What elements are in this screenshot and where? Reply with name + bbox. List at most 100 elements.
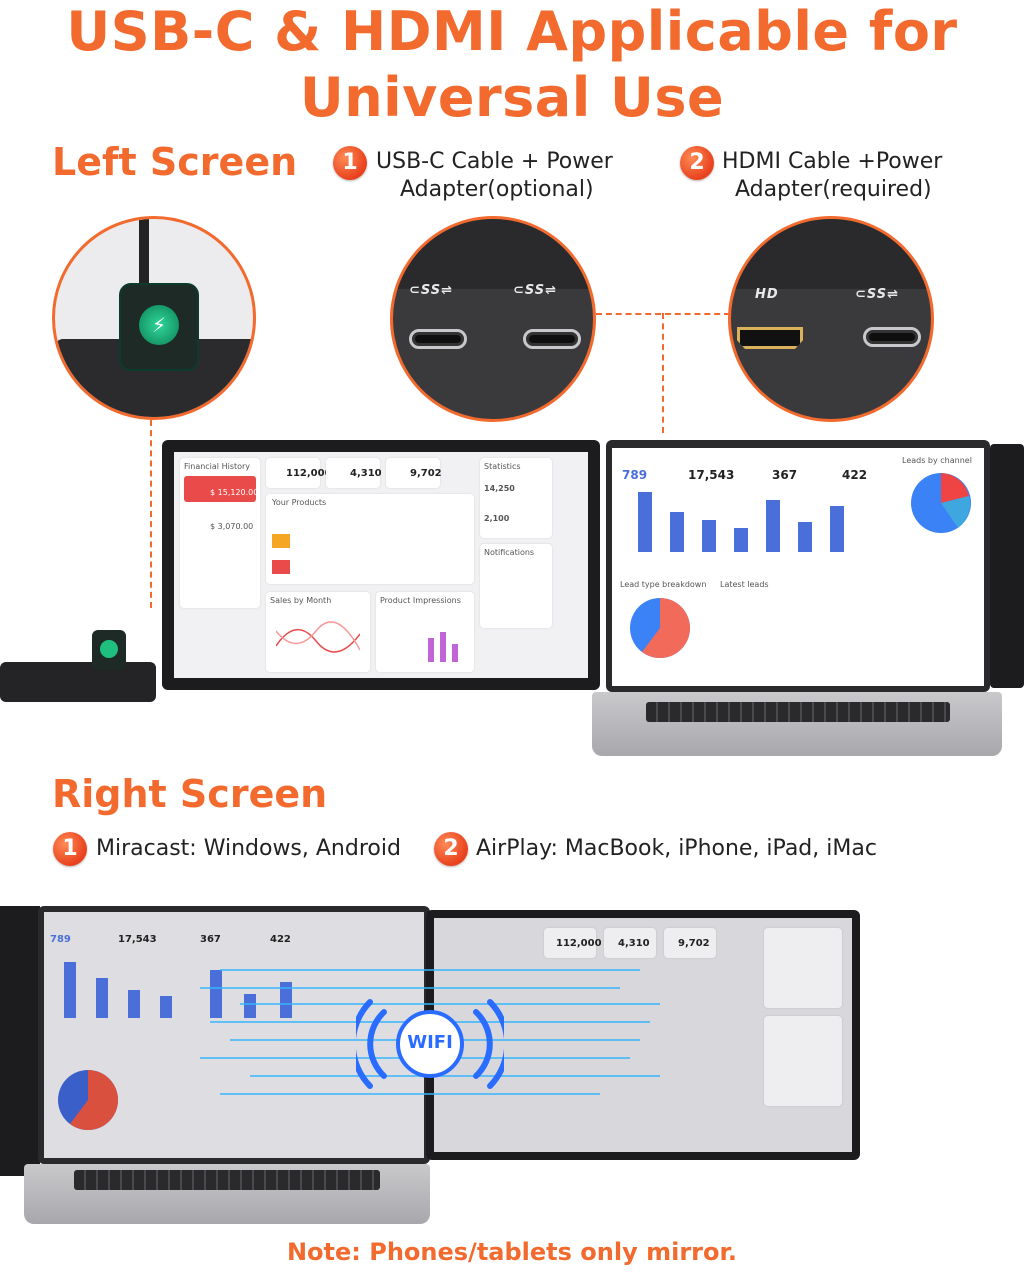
lightning-icon: ⚡	[139, 305, 179, 345]
chart-bar	[160, 996, 172, 1018]
kpi-value-3: 9,702	[678, 938, 710, 949]
product-thumb	[272, 534, 290, 548]
kpi-leads: 789	[50, 934, 71, 945]
hdmi-port-closeup: HD ⊂SS⇌	[728, 216, 934, 422]
usbc-port-label-a: ⊂SS⇌	[409, 283, 454, 298]
chart-bar	[670, 512, 684, 552]
airplay-label: AirPlay: MacBook, iPhone, iPad, iMac	[476, 836, 877, 861]
kpi-card-1: 112,000	[266, 458, 332, 488]
impression-bar	[440, 632, 446, 662]
bottom-laptop-screen: 789 17,543 367 422	[38, 906, 430, 1164]
card-title: Product Impressions	[380, 596, 461, 605]
sales-line-chart	[276, 621, 360, 653]
device-edge	[731, 219, 931, 289]
option-1-badge: 1	[333, 146, 367, 180]
chart-bar	[638, 492, 652, 552]
hdmi-option-line-2: Adapter(required)	[735, 177, 932, 202]
stat-value: 14,250	[484, 484, 515, 493]
bottom-laptop-keyboard	[74, 1170, 380, 1190]
power-strip	[0, 662, 156, 702]
kpi-card-1: 112,000	[544, 928, 602, 958]
right-attached-monitor-edge	[990, 444, 1024, 688]
chart-bar	[210, 970, 222, 1018]
miracast-badge: 1	[53, 832, 87, 866]
mirror-note: Note: Phones/tablets only mirror.	[286, 1238, 738, 1266]
impression-bar	[452, 644, 458, 662]
kpi-card-3: 9,702	[386, 458, 442, 488]
balance-value: $ 15,120.00	[210, 488, 259, 497]
kpi-revenue: 17,543	[688, 468, 735, 482]
impression-bar	[428, 638, 434, 662]
bottom-laptop-dashboard: 789 17,543 367 422	[44, 912, 424, 1158]
products-card: Your Products	[266, 494, 474, 584]
headline-line-2: Universal Use	[299, 66, 725, 129]
chart-bar	[734, 528, 748, 552]
kpi-card-3: 9,702	[664, 928, 716, 958]
laptop-keyboard	[646, 702, 950, 722]
connector-line-adapter	[150, 420, 152, 608]
kpi-conversions: 367	[200, 934, 221, 945]
left-attached-monitor-edge	[0, 906, 40, 1176]
miracast-label: Miracast: Windows, Android	[96, 836, 401, 861]
kpi-revenue: 17,543	[118, 934, 157, 945]
usbc-port-c	[863, 327, 921, 347]
usbc-ports-closeup: ⊂SS⇌ ⊂SS⇌	[390, 216, 596, 422]
product-thumb	[272, 560, 290, 574]
usbc-port-b	[523, 329, 581, 349]
usbc-port-label-c: ⊂SS⇌	[855, 287, 900, 302]
usbc-option-line-2: Adapter(optional)	[400, 177, 594, 202]
kpi-deals: 422	[842, 468, 868, 482]
spent-value: $ 3,070.00	[210, 522, 254, 531]
sales-card: Sales by Month	[266, 592, 370, 672]
chart-bar	[96, 978, 108, 1018]
chart-bar	[798, 522, 812, 552]
card-title: Your Products	[272, 498, 327, 507]
breakdown-pie-chart	[630, 598, 690, 658]
wifi-label: WIFI	[407, 1032, 453, 1053]
notifications-card	[764, 1016, 842, 1106]
kpi-value-1: 112,000	[556, 938, 602, 949]
chart-bar	[280, 982, 292, 1018]
statistics-card: Statistics 14,250 2,100	[480, 458, 552, 538]
kpi-deals: 422	[270, 934, 291, 945]
kpi-value-2: 4,310	[350, 468, 382, 479]
adapter-body: ⚡	[121, 285, 197, 369]
kpi-card-2: 4,310	[326, 458, 382, 488]
kpi-card-2: 4,310	[604, 928, 656, 958]
kpi-conversions: 367	[772, 468, 798, 482]
kpi-value-1: 112,000	[286, 468, 332, 479]
laptop-screen: 789 17,543 367 422 Leads by channel Lead…	[606, 440, 990, 692]
impressions-card: Product Impressions	[376, 592, 474, 672]
hdmi-port	[737, 327, 803, 349]
balance-block	[184, 476, 256, 502]
card-title: Financial History	[184, 462, 251, 471]
breakdown-pie-chart	[58, 1070, 118, 1130]
kpi-value-2: 4,310	[618, 938, 650, 949]
connector-line-vertical	[662, 313, 664, 433]
left-screen-title: Left Screen	[52, 140, 298, 184]
adapter-plug	[92, 630, 126, 670]
left-portable-monitor: Financial History $ 15,120.00 $ 3,070.00…	[162, 440, 600, 690]
chart-bar	[702, 520, 716, 552]
chart-bar	[830, 506, 844, 552]
card-title: Statistics	[484, 462, 521, 471]
power-adapter-closeup: ⚡	[52, 216, 256, 420]
statistics-card	[764, 928, 842, 1008]
leads-pie-chart	[911, 473, 971, 533]
right-screen-title: Right Screen	[52, 772, 328, 816]
usbc-port-a	[409, 329, 467, 349]
chart-title: Leads by channel	[902, 456, 972, 465]
chart-bar	[128, 990, 140, 1018]
usbc-port-label-b: ⊂SS⇌	[513, 283, 558, 298]
card-title: Sales by Month	[270, 596, 332, 605]
usbc-option-line-1: USB-C Cable + Power	[376, 149, 613, 174]
kpi-leads: 789	[622, 468, 648, 482]
latest-leads-title: Latest leads	[720, 580, 769, 589]
left-monitor-screen: Financial History $ 15,120.00 $ 3,070.00…	[174, 452, 588, 678]
hdmi-option-line-1: HDMI Cable +Power	[722, 149, 943, 174]
kpi-value-3: 9,702	[410, 468, 442, 479]
card-title: Notifications	[484, 548, 535, 557]
stat-value: 2,100	[484, 514, 510, 523]
notifications-card: Notifications	[480, 544, 552, 628]
chart-bar	[244, 994, 256, 1018]
